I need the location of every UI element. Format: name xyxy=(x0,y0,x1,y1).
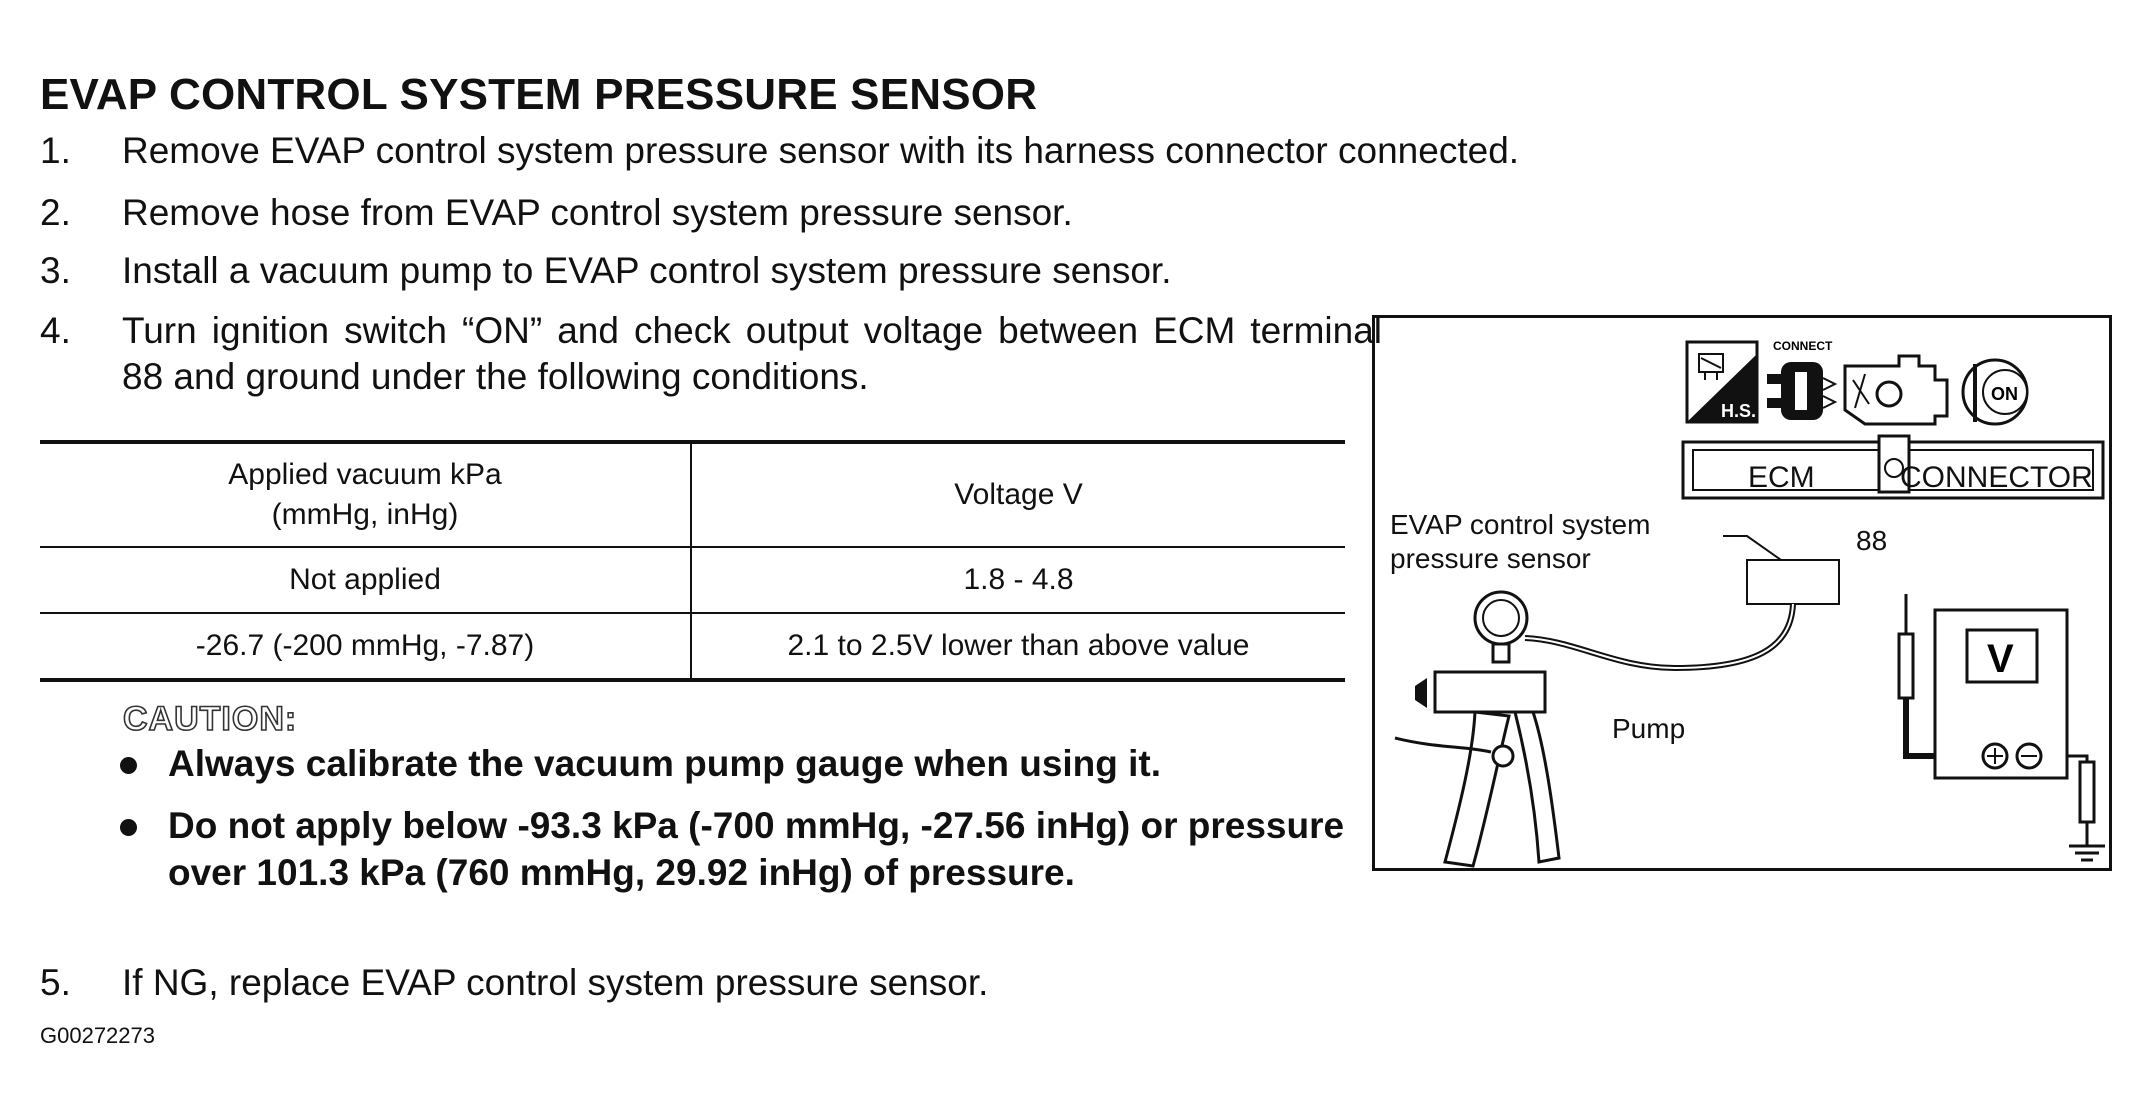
step-number: 4. xyxy=(40,310,71,351)
step-number: 1. xyxy=(40,130,71,171)
label-line: pressure sensor xyxy=(1390,543,1591,574)
caution-heading: CAUTION: xyxy=(122,699,298,739)
label-line: EVAP control system xyxy=(1390,509,1651,540)
header-line: Applied vacuum kPa xyxy=(228,458,502,491)
svg-text:ON: ON xyxy=(1991,384,2018,404)
step-number: 3. xyxy=(40,250,71,291)
voltage-header: Voltage V xyxy=(691,442,1345,548)
test-diagram: H.S. CONNECT ON xyxy=(1372,315,2112,871)
connect-icon: CONNECT xyxy=(1767,339,1838,420)
figure-id: G00272273 xyxy=(40,1023,155,1048)
engine-icon xyxy=(1843,354,1949,426)
table-cell: -26.7 (-200 mmHg, -7.87) xyxy=(40,613,692,680)
hs-icon: H.S. xyxy=(1685,340,1759,424)
diagram-drawing: H.S. CONNECT ON xyxy=(1394,339,2105,868)
pressure-sensor-label: EVAP control system pressure sensor xyxy=(1390,508,1650,576)
table-cell: 2.1 to 2.5V lower than above value xyxy=(787,629,1250,662)
vacuum-pump xyxy=(1394,590,1561,868)
svg-text:H.S.: H.S. xyxy=(1721,401,1756,421)
pump-label: Pump xyxy=(1612,713,1686,744)
svg-text:CONNECT: CONNECT xyxy=(1773,339,1833,353)
ecm-label: ECM xyxy=(1748,461,1815,494)
caution-text: Do not apply below -93.3 kPa (-700 mmHg,… xyxy=(168,805,1345,893)
bullet-icon xyxy=(120,757,137,774)
ecm-connector xyxy=(1681,434,2105,500)
ignition-key-icon: ON xyxy=(1961,358,2029,426)
step-text: Turn ignition switch “ON” and check outp… xyxy=(122,310,1382,397)
step-number: 2. xyxy=(40,192,71,233)
caution-text: Always calibrate the vacuum pump gauge w… xyxy=(168,743,1162,784)
bullet-icon xyxy=(120,819,137,836)
step-number: 5. xyxy=(40,962,71,1003)
pressure-sensor-box xyxy=(1723,535,1840,605)
header-line: (mmHg, inHg) xyxy=(271,498,459,531)
table-header-row: Applied vacuum kPa (mmHg, inHg) Voltage … xyxy=(40,442,1345,548)
page-title: EVAP CONTROL SYSTEM PRESSURE SENSOR xyxy=(40,70,1038,119)
table-cell: Not applied xyxy=(40,547,692,614)
voltmeter: V xyxy=(1933,608,2069,780)
step-text: Remove hose from EVAP control system pre… xyxy=(122,192,1073,233)
step-text: If NG, replace EVAP control system press… xyxy=(122,962,989,1003)
table-row: -26.7 (-200 mmHg, -7.87) 2.1 to 2.5V low… xyxy=(40,613,1345,680)
table-cell: 1.8 - 4.8 xyxy=(691,547,1345,614)
step-text: Install a vacuum pump to EVAP control sy… xyxy=(122,250,1172,291)
vacuum-hose xyxy=(1524,603,1796,672)
svg-text:V: V xyxy=(1987,637,2014,681)
terminal-88-label: 88 xyxy=(1856,525,1888,556)
connector-label: CONNECTOR xyxy=(1900,461,2093,494)
table-row: Not applied 1.8 - 4.8 xyxy=(40,547,1345,614)
ground-icon xyxy=(2069,844,2105,862)
voltage-spec-table: Applied vacuum kPa (mmHg, inHg) Voltage … xyxy=(40,440,1345,682)
step-text: Remove EVAP control system pressure sens… xyxy=(122,130,1520,171)
applied-vacuum-header: Applied vacuum kPa (mmHg, inHg) xyxy=(40,442,692,548)
